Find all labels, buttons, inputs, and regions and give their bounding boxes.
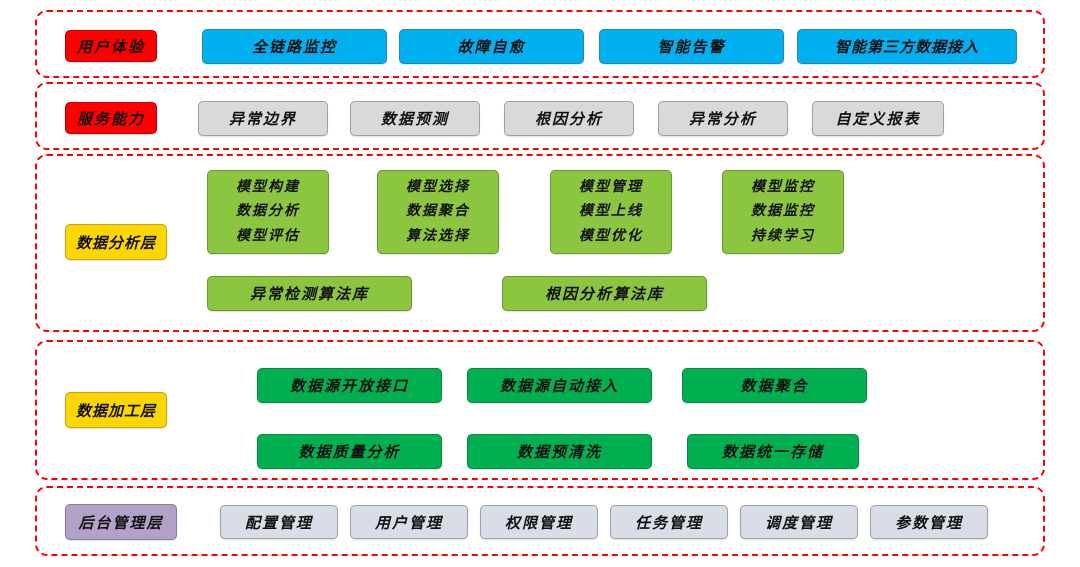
box-data-prediction: 数据预测 (350, 101, 480, 136)
section-data-analysis-layer: 数据分析层 模型构建 数据分析 模型评估 模型选择 数据聚合 算法选择 模型管理… (35, 154, 1045, 332)
box-data-quality-analysis: 数据质量分析 (257, 434, 442, 469)
group-model-building: 模型构建 数据分析 模型评估 (207, 170, 329, 254)
box-unified-data-storage: 数据统一存储 (687, 434, 859, 469)
box-fault-self-healing: 故障自愈 (399, 29, 584, 64)
box-intelligent-alerting: 智能告警 (599, 29, 784, 64)
box-data-source-open-api: 数据源开放接口 (257, 368, 442, 403)
box-root-cause-analysis: 根因分析 (504, 101, 634, 136)
group-line: 持续学习 (751, 228, 815, 244)
box-full-link-monitoring: 全链路监控 (202, 29, 387, 64)
box-parameter-management: 参数管理 (870, 505, 988, 539)
label-backend-management-layer: 后台管理层 (65, 504, 177, 540)
section-backend-management-layer: 后台管理层 配置管理 用户管理 权限管理 任务管理 调度管理 参数管理 (35, 486, 1045, 556)
group-model-management: 模型管理 模型上线 模型优化 (550, 170, 672, 254)
box-anomaly-boundary: 异常边界 (198, 101, 328, 136)
group-line: 模型优化 (579, 228, 643, 244)
label-data-analysis-layer: 数据分析层 (65, 224, 167, 260)
box-config-management: 配置管理 (220, 505, 338, 539)
box-permission-management: 权限管理 (480, 505, 598, 539)
group-line: 数据分析 (236, 204, 300, 220)
group-line: 数据聚合 (406, 204, 470, 220)
group-line: 模型上线 (579, 204, 643, 220)
group-model-monitoring: 模型监控 数据监控 持续学习 (722, 170, 844, 254)
group-line: 算法选择 (406, 228, 470, 244)
box-anomaly-detection-algorithm-library: 异常检测算法库 (207, 276, 412, 311)
box-third-party-data-access: 智能第三方数据接入 (797, 29, 1017, 64)
section-data-processing-layer: 数据加工层 数据源开放接口 数据源自动接入 数据聚合 数据质量分析 数据预清洗 … (35, 340, 1045, 480)
group-model-selection: 模型选择 数据聚合 算法选择 (377, 170, 499, 254)
box-data-source-auto-access: 数据源自动接入 (467, 368, 652, 403)
box-custom-report: 自定义报表 (812, 101, 944, 136)
label-service-capability: 服务能力 (65, 102, 157, 134)
box-root-cause-algorithm-library: 根因分析算法库 (502, 276, 707, 311)
box-schedule-management: 调度管理 (740, 505, 858, 539)
group-line: 模型构建 (236, 179, 300, 195)
group-line: 数据监控 (751, 204, 815, 220)
group-line: 模型选择 (406, 179, 470, 195)
label-user-experience: 用户体验 (65, 30, 157, 62)
group-line: 模型监控 (751, 179, 815, 195)
box-data-pre-cleaning: 数据预清洗 (467, 434, 652, 469)
box-anomaly-analysis: 异常分析 (658, 101, 788, 136)
box-data-aggregation: 数据聚合 (682, 368, 867, 403)
section-user-experience: 用户体验 全链路监控 故障自愈 智能告警 智能第三方数据接入 (35, 10, 1045, 78)
group-line: 模型评估 (236, 228, 300, 244)
label-data-processing-layer: 数据加工层 (65, 392, 167, 428)
box-task-management: 任务管理 (610, 505, 728, 539)
box-user-management: 用户管理 (350, 505, 468, 539)
section-service-capability: 服务能力 异常边界 数据预测 根因分析 异常分析 自定义报表 (35, 82, 1045, 150)
group-line: 模型管理 (579, 179, 643, 195)
